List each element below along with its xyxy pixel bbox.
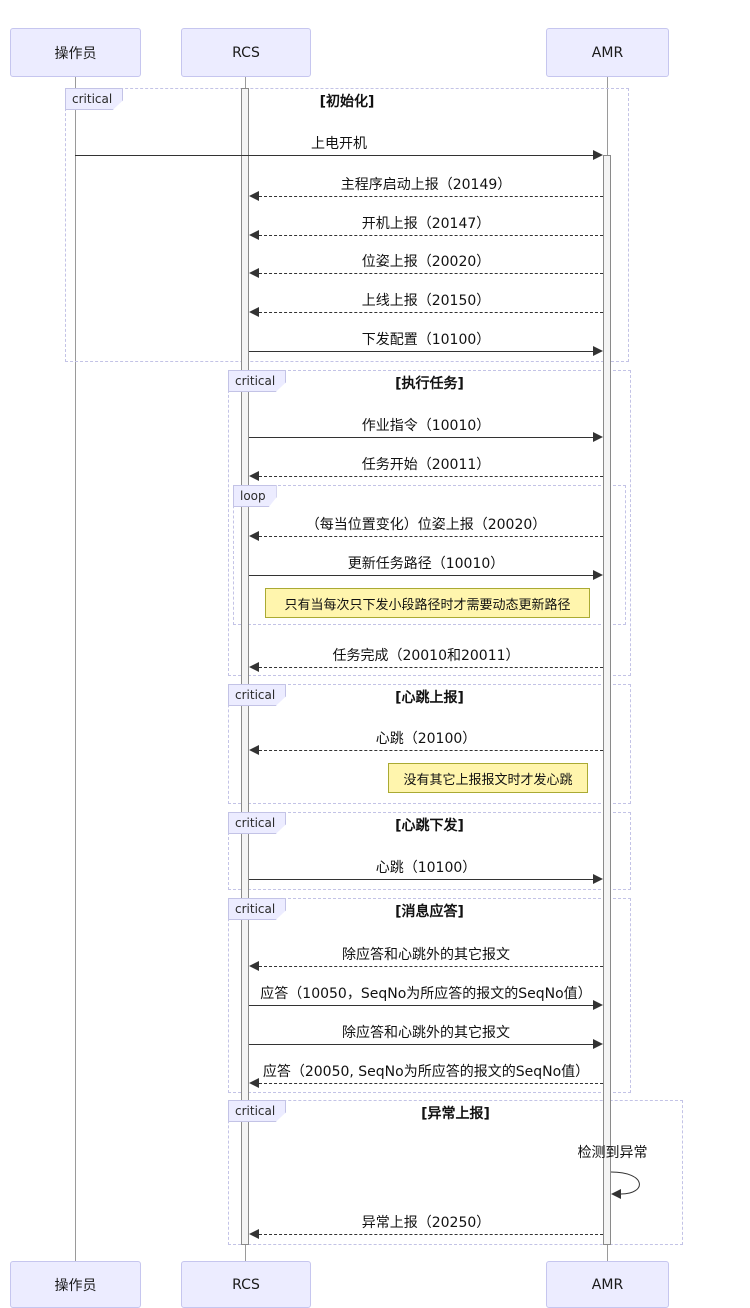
arrowhead-left-icon	[249, 1078, 259, 1088]
actor-name: RCS	[232, 1276, 260, 1293]
fragment-message-ack	[228, 898, 631, 1093]
activation-rcs	[241, 88, 249, 1245]
message-label: 除应答和心跳外的其它报文	[342, 1025, 510, 1041]
lifeline-operator	[75, 77, 76, 1261]
message-label: 任务开始（20011）	[361, 457, 491, 473]
fragment-title: [心跳上报]	[395, 690, 464, 706]
arrowhead-right-icon	[593, 432, 603, 442]
arrowhead-left-icon	[249, 307, 259, 317]
arrowhead-left-icon	[249, 191, 259, 201]
message-label: 应答（10050，SeqNo为所应答的报文的SeqNo值）	[260, 986, 592, 1002]
arrowhead-right-icon	[593, 1039, 603, 1049]
message-line	[249, 1005, 594, 1006]
message-label: 主程序启动上报（20149）	[340, 177, 512, 193]
fragment-init	[65, 88, 629, 362]
fragment-label: critical	[228, 898, 287, 920]
message-line	[75, 155, 593, 156]
fragment-label: critical	[228, 812, 287, 834]
actor-operator-bottom: 操作员	[10, 1261, 141, 1308]
message-label: 应答（20050, SeqNo为所应答的报文的SeqNo值）	[262, 1064, 590, 1080]
fragment-title: [异常上报]	[421, 1106, 490, 1122]
message-label: 除应答和心跳外的其它报文	[342, 947, 510, 963]
message-label: 下发配置（10100）	[361, 332, 491, 348]
message-line	[259, 476, 603, 477]
actor-name: 操作员	[54, 45, 97, 62]
message-label: 位姿上报（20020）	[361, 254, 491, 270]
fragment-exception	[228, 1100, 683, 1245]
arrowhead-left-icon	[249, 1229, 259, 1239]
actor-amr-top: AMR	[546, 28, 669, 77]
fragment-task	[228, 370, 631, 676]
message-line	[249, 351, 594, 352]
message-label: 上电开机	[311, 136, 367, 152]
message-line	[259, 235, 603, 236]
note: 只有当每次只下发小段路径时才需要动态更新路径	[265, 588, 590, 618]
message-line	[259, 312, 603, 313]
actor-name: AMR	[591, 1276, 624, 1293]
actor-operator-top: 操作员	[10, 28, 141, 77]
note: 没有其它上报报文时才发心跳	[388, 763, 588, 793]
actor-name: RCS	[232, 44, 260, 61]
fragment-label: critical	[228, 370, 287, 392]
fragment-heartbeat-down	[228, 812, 631, 890]
arrowhead-left-icon	[249, 662, 259, 672]
self-message-loop-icon	[611, 1171, 640, 1199]
message-label: 异常上报（20250）	[361, 1215, 491, 1231]
message-line	[249, 437, 594, 438]
message-line	[259, 667, 603, 668]
arrowhead-right-icon	[593, 346, 603, 356]
arrowhead-left-icon	[249, 531, 259, 541]
arrowhead-left-icon	[249, 471, 259, 481]
fragment-title: [初始化]	[319, 94, 375, 110]
message-line	[259, 750, 603, 751]
activation-amr	[603, 155, 611, 1245]
message-line	[249, 575, 594, 576]
message-line	[259, 1083, 603, 1084]
message-line	[259, 966, 603, 967]
message-label: 心跳（20100）	[375, 731, 477, 747]
message-label: 心跳（10100）	[375, 860, 477, 876]
fragment-loop	[233, 485, 626, 625]
message-label: 上线上报（20150）	[361, 293, 491, 309]
fragment-title: [消息应答]	[395, 904, 464, 920]
message-line	[259, 536, 603, 537]
message-line	[259, 1234, 603, 1235]
fragment-label: critical	[228, 684, 287, 706]
fragment-title: [心跳下发]	[395, 818, 464, 834]
fragment-label: loop	[233, 485, 277, 507]
actor-rcs-top: RCS	[181, 28, 311, 77]
message-label: 更新任务路径（10010）	[347, 556, 505, 572]
message-line	[259, 196, 603, 197]
arrowhead-left-icon	[249, 268, 259, 278]
arrowhead-left-icon	[249, 961, 259, 971]
fragment-label: critical	[228, 1100, 287, 1122]
actor-name: AMR	[591, 44, 624, 61]
message-label: （每当位置变化）位姿上报（20020）	[305, 517, 547, 533]
arrowhead-right-icon	[593, 150, 603, 160]
actor-rcs-bottom: RCS	[181, 1261, 311, 1308]
arrowhead-left-icon	[249, 230, 259, 240]
arrowhead-right-icon	[593, 874, 603, 884]
message-line	[249, 1044, 594, 1045]
message-line	[259, 273, 603, 274]
message-label: 作业指令（10010）	[361, 418, 491, 434]
fragment-label: critical	[65, 88, 124, 110]
arrowhead-right-icon	[593, 1000, 603, 1010]
actor-amr-bottom: AMR	[546, 1261, 669, 1308]
arrowhead-left-icon	[249, 745, 259, 755]
actor-name: 操作员	[54, 1277, 97, 1294]
arrowhead-right-icon	[593, 570, 603, 580]
message-label: 开机上报（20147）	[361, 216, 491, 232]
fragment-heartbeat-up	[228, 684, 631, 804]
self-message-label: 检测到异常	[577, 1145, 648, 1161]
fragment-title: [执行任务]	[395, 376, 464, 392]
message-label: 任务完成（20010和20011）	[332, 648, 520, 664]
message-line	[249, 879, 594, 880]
